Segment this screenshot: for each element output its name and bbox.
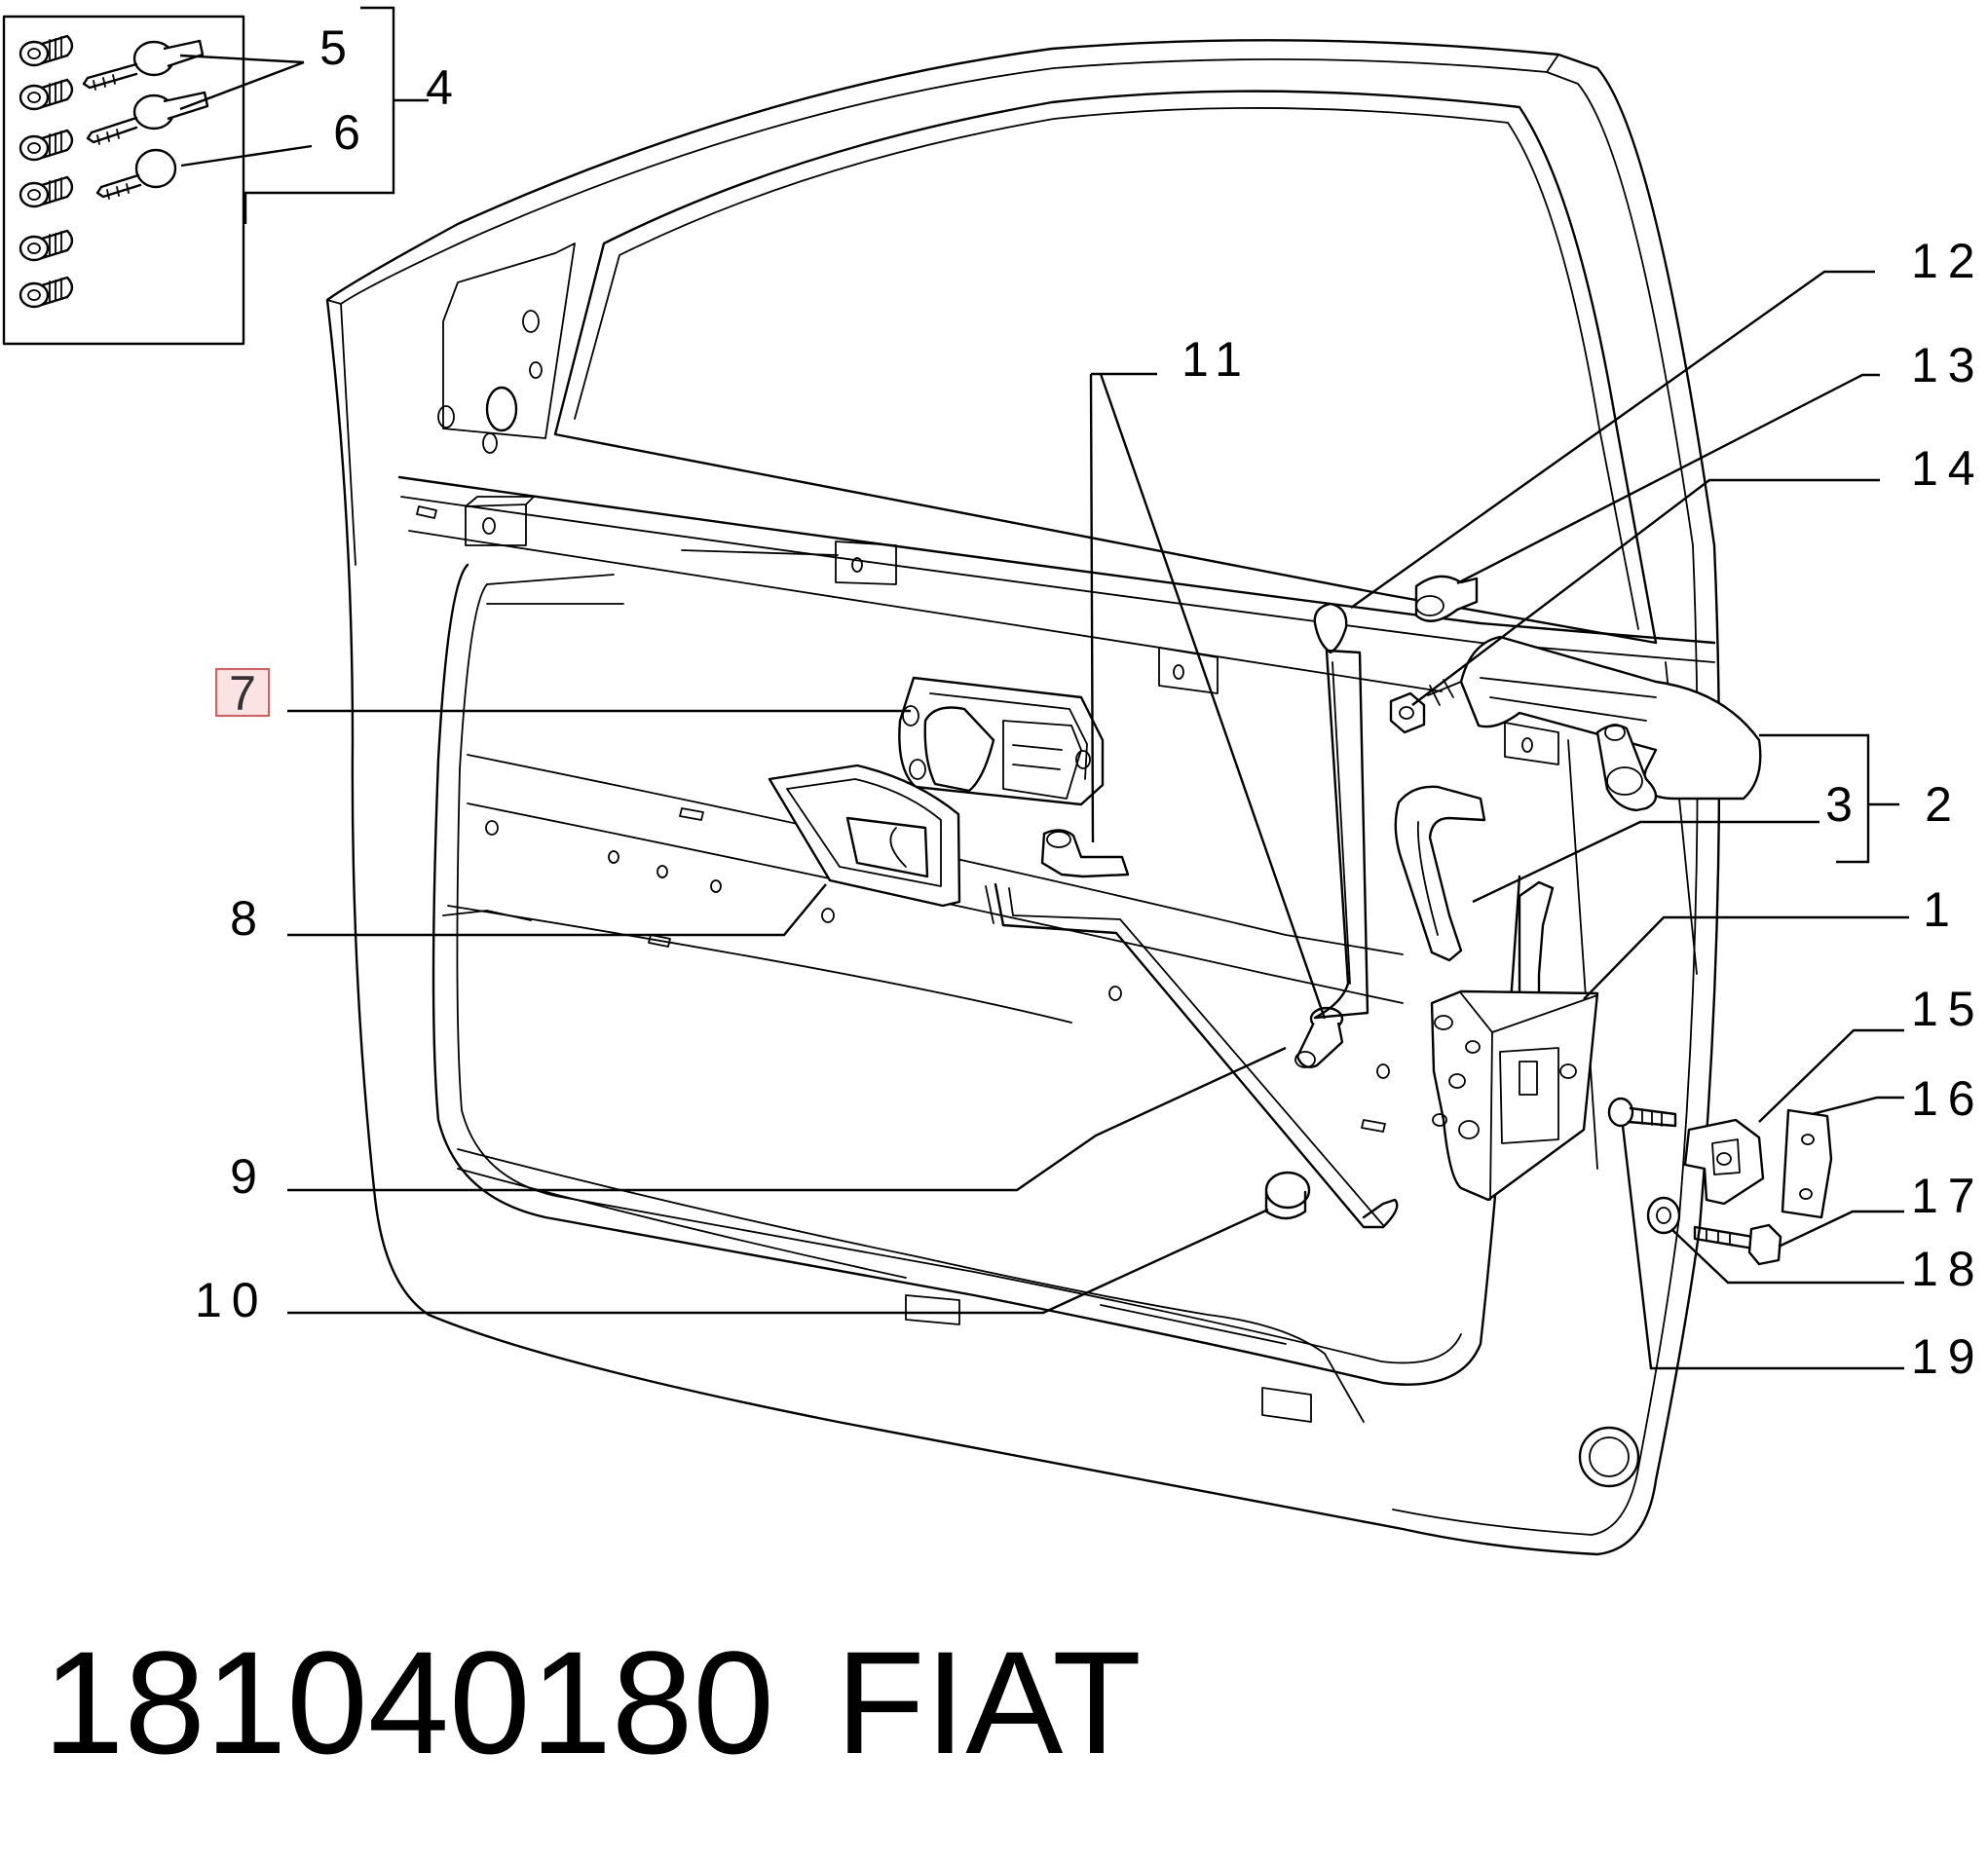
part-10-plug — [1264, 1171, 1311, 1220]
key-with-tag-1 — [82, 39, 205, 91]
window-corner-panel — [442, 242, 576, 439]
part-2-exterior-handle — [1427, 635, 1762, 812]
callout-12: 12 — [1911, 234, 1985, 288]
callout-6: 6 — [333, 105, 370, 160]
keys — [82, 39, 209, 200]
mounting-tabs — [465, 496, 1559, 765]
key-leaders — [179, 54, 313, 168]
callout-16: 16 — [1911, 1071, 1985, 1126]
part-18-washer — [1646, 1196, 1681, 1235]
callout-17: 17 — [1911, 1169, 1985, 1223]
callout-14: 14 — [1911, 441, 1985, 496]
drain-hole — [1578, 1426, 1640, 1488]
panel-holes — [416, 505, 1390, 1133]
callout-9: 9 — [230, 1149, 257, 1204]
callout-15: 15 — [1911, 982, 1985, 1036]
callout-10: 10 — [195, 1273, 269, 1327]
group-4-bracket — [244, 6, 429, 224]
part-17-bolt — [1693, 1223, 1782, 1266]
part-12-lock-rod — [1313, 602, 1369, 1020]
part-15-striker — [1683, 1118, 1765, 1206]
callout-2: 2 — [1925, 777, 1952, 832]
part-19-bolt — [1607, 1097, 1677, 1128]
key-plain — [95, 148, 177, 200]
callout-18: 18 — [1911, 1242, 1985, 1296]
callout-1: 1 — [1923, 882, 1950, 937]
part-9-rod — [994, 882, 1399, 1229]
part-8-handle-bezel — [768, 764, 961, 908]
part-13-grommet — [1414, 575, 1479, 622]
part-11-clip-upper — [1040, 829, 1130, 878]
callout-7-highlight — [215, 668, 270, 717]
lower-slot-2 — [1261, 1387, 1312, 1423]
part-3-lever — [1394, 785, 1486, 962]
part-11-clip-lower — [1294, 1006, 1344, 1068]
callout-5: 5 — [319, 20, 356, 75]
caption: 181040180 FIAT — [43, 1621, 1142, 1784]
callout-3: 3 — [1825, 777, 1853, 832]
brand-name: FIAT — [836, 1621, 1142, 1784]
window-opening — [553, 90, 1658, 645]
inner-panel-opening — [431, 563, 1521, 1386]
part-16-plate — [1781, 1108, 1833, 1219]
callout-7[interactable]: 7 — [229, 666, 256, 721]
corner-hole-large — [485, 386, 518, 432]
part-1-latch — [1430, 880, 1599, 1202]
key-with-tag-2 — [86, 91, 209, 145]
callout-19: 19 — [1911, 1329, 1985, 1384]
callout-8: 8 — [230, 891, 257, 946]
leader-lines — [287, 270, 1909, 1370]
key-set-inset — [2, 15, 313, 346]
door-outer-frame — [325, 39, 1721, 1556]
part-7-interior-handle — [898, 676, 1105, 806]
callout-13: 13 — [1911, 338, 1985, 392]
callout-4: 4 — [426, 60, 463, 115]
part-number: 181040180 — [43, 1621, 774, 1784]
inset-frame — [2, 15, 245, 346]
callout-11: 11 — [1182, 332, 1252, 387]
callout-labels: 5 4 6 12 11 13 14 7 3 2 1 8 15 16 9 17 1… — [195, 20, 1985, 1384]
lower-sill — [457, 1148, 1365, 1423]
lower-slot-1 — [905, 1294, 960, 1325]
lock-cylinders — [19, 34, 74, 309]
